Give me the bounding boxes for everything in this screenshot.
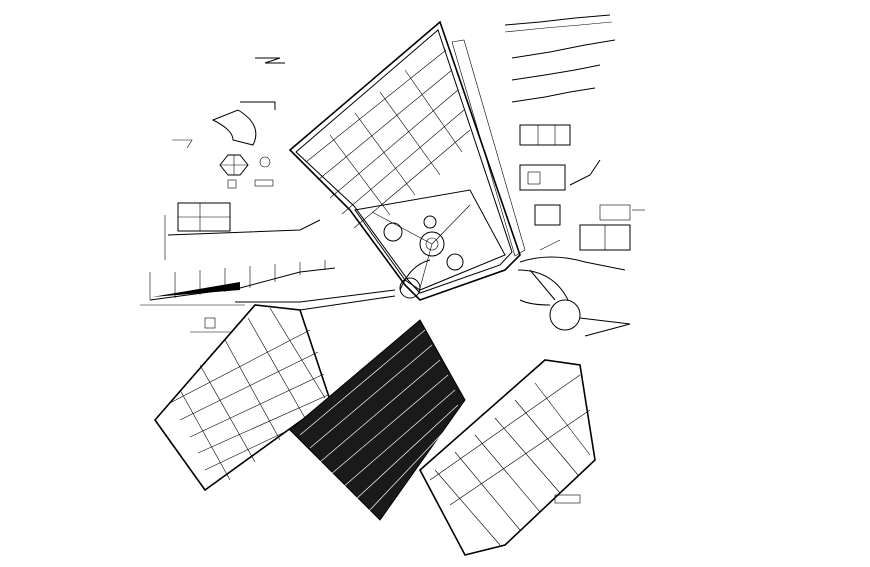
building-section-detail (164, 179, 321, 260)
site-section-elevation (140, 260, 336, 306)
roundabout-road (517, 256, 631, 337)
upper-court-grid (305, 49, 471, 229)
main-site-plan (235, 20, 526, 311)
garden-plaza (354, 189, 506, 299)
stair-section-details (504, 14, 645, 251)
roof-plan (418, 359, 596, 556)
hatched-paving-plan (289, 319, 466, 521)
small-details-left (172, 57, 285, 333)
paving-grid-plan (153, 304, 331, 492)
